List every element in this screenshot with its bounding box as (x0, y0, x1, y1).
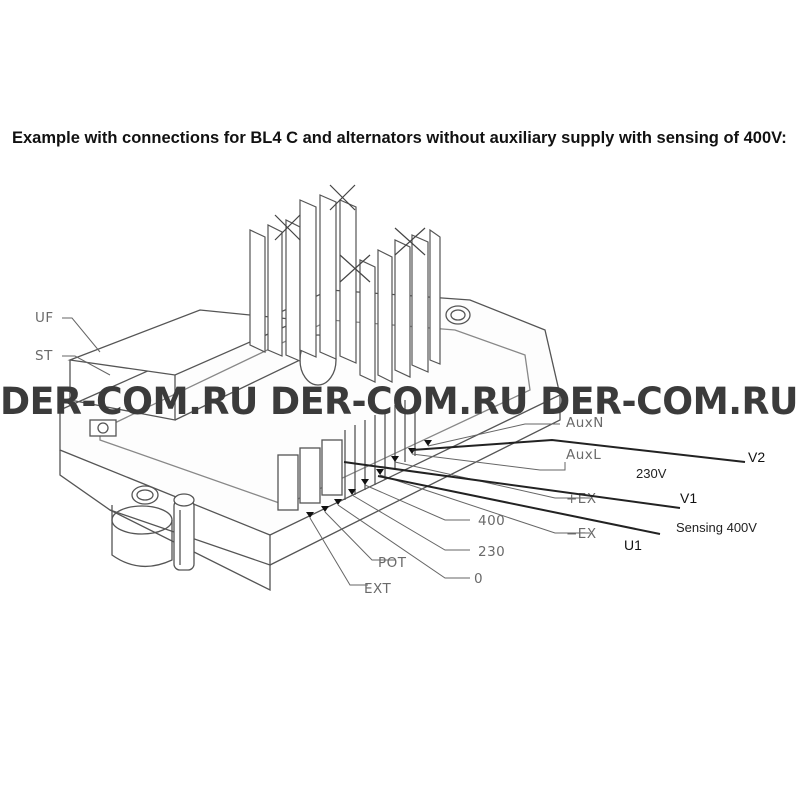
label-mex: −EX (566, 526, 597, 542)
arrow-heads (306, 440, 432, 518)
watermark: DER-COM.RU DER-COM.RU DER-COM.RU (0, 380, 798, 423)
wire-label-230v: 230V (636, 466, 667, 481)
wire-label-v1: V1 (680, 490, 697, 506)
label-400: 400 (478, 513, 505, 529)
label-0: 0 (474, 571, 483, 587)
wire-label-u1: U1 (624, 537, 642, 553)
mount-hole-right (445, 305, 471, 325)
label-ext: EXT (364, 581, 392, 597)
label-auxl: AuxL (566, 447, 601, 463)
wire-label-sensing: Sensing 400V (676, 520, 757, 535)
page-title: Example with connections for BL4 C and a… (12, 129, 787, 147)
label-pot: POT (378, 555, 407, 571)
heatsink (249, 184, 441, 383)
label-auxn: AuxN (566, 415, 604, 431)
label-uf: UF (35, 310, 54, 326)
label-230: 230 (478, 544, 505, 560)
mount-hole-left (131, 485, 159, 505)
wire-u1 (377, 475, 661, 535)
screw-post (173, 499, 195, 571)
external-wires (343, 438, 746, 535)
label-st: ST (35, 348, 53, 364)
leaders-terminals (309, 423, 590, 586)
terminal-pins (277, 395, 416, 511)
leaders-left (62, 317, 111, 376)
wire-label-v2: V2 (748, 449, 765, 465)
wire-v1 (343, 461, 681, 509)
wire-v2 (411, 438, 746, 463)
